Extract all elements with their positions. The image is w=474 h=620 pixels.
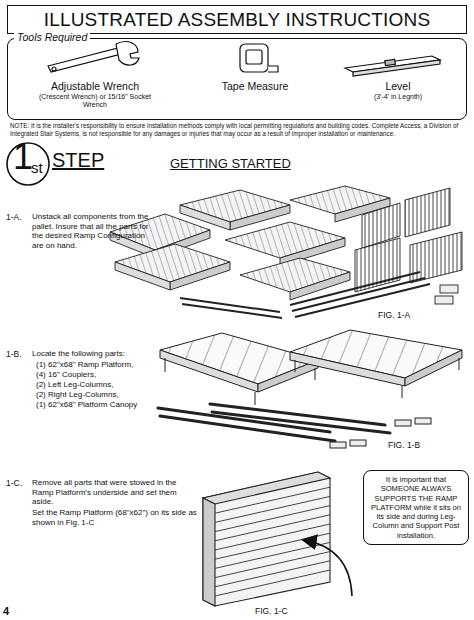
component-pile <box>110 186 462 318</box>
disclaimer-note: NOTE: It is the installer's responsibili… <box>10 122 466 137</box>
part-list-item: (2) Right Leg-Columns, <box>36 390 156 400</box>
part-list-item: (1) 62"x68" Ramp Platform, <box>36 360 156 370</box>
step-number: 1-C. <box>6 478 32 488</box>
warning-callout: It is important that SOMEONE ALWAYS SUPP… <box>363 470 469 545</box>
wrench-icon <box>48 42 139 72</box>
callout-text: It is important that SOMEONE ALWAYS SUPP… <box>369 475 463 540</box>
section-heading: GETTING STARTED <box>170 156 300 172</box>
tool-name: Adjustable Wrench <box>35 80 155 93</box>
tool-name: Level <box>350 80 446 93</box>
ramp-platform-parts <box>158 330 462 448</box>
tool-name: Tape Measure <box>205 80 305 93</box>
part-list-item: (1) 62"x68" Platform Canopy <box>36 400 160 410</box>
part-list-item: (2) Left Leg-Columns, <box>36 380 156 390</box>
instruction-text: Set the Ramp Platform (68"x62") on its s… <box>32 508 197 527</box>
figure-label: FIG. 1-C <box>255 606 315 616</box>
title-box: ILLUSTRATED ASSEMBLY INSTRUCTIONS <box>7 5 467 34</box>
level-icon <box>345 56 440 76</box>
tools-panel: Tools Required <box>7 38 467 120</box>
tool-note: (Crescent Wrench) or 15/16" Socket Wrenc… <box>36 93 154 110</box>
curved-arrow <box>304 540 352 596</box>
platform-on-side <box>203 472 330 606</box>
figure-label: FIG. 1-B <box>388 440 448 450</box>
instruction-text: Unstack all components from the pallet. … <box>32 212 150 250</box>
step-number: 1-B. <box>6 349 32 359</box>
figure-label: FIG. 1-A <box>378 310 438 320</box>
title-text: ILLUSTRATED ASSEMBLY INSTRUCTIONS <box>44 9 431 31</box>
step-suffix: st <box>31 160 51 175</box>
part-list-item: (4) 16" Couplers, <box>36 370 156 380</box>
tape-measure-icon <box>240 44 278 72</box>
instruction-text: Locate the following parts: <box>32 349 152 359</box>
tool-note: (3'-4' in Legnth) <box>350 93 446 101</box>
instruction-text: Remove all parts that were stowed in the… <box>32 478 197 507</box>
page-number: 4 <box>3 605 17 618</box>
step-number: 1-A. <box>6 212 32 222</box>
panel-heading: Tools Required <box>14 31 90 43</box>
step-heading: STEP <box>52 150 112 170</box>
